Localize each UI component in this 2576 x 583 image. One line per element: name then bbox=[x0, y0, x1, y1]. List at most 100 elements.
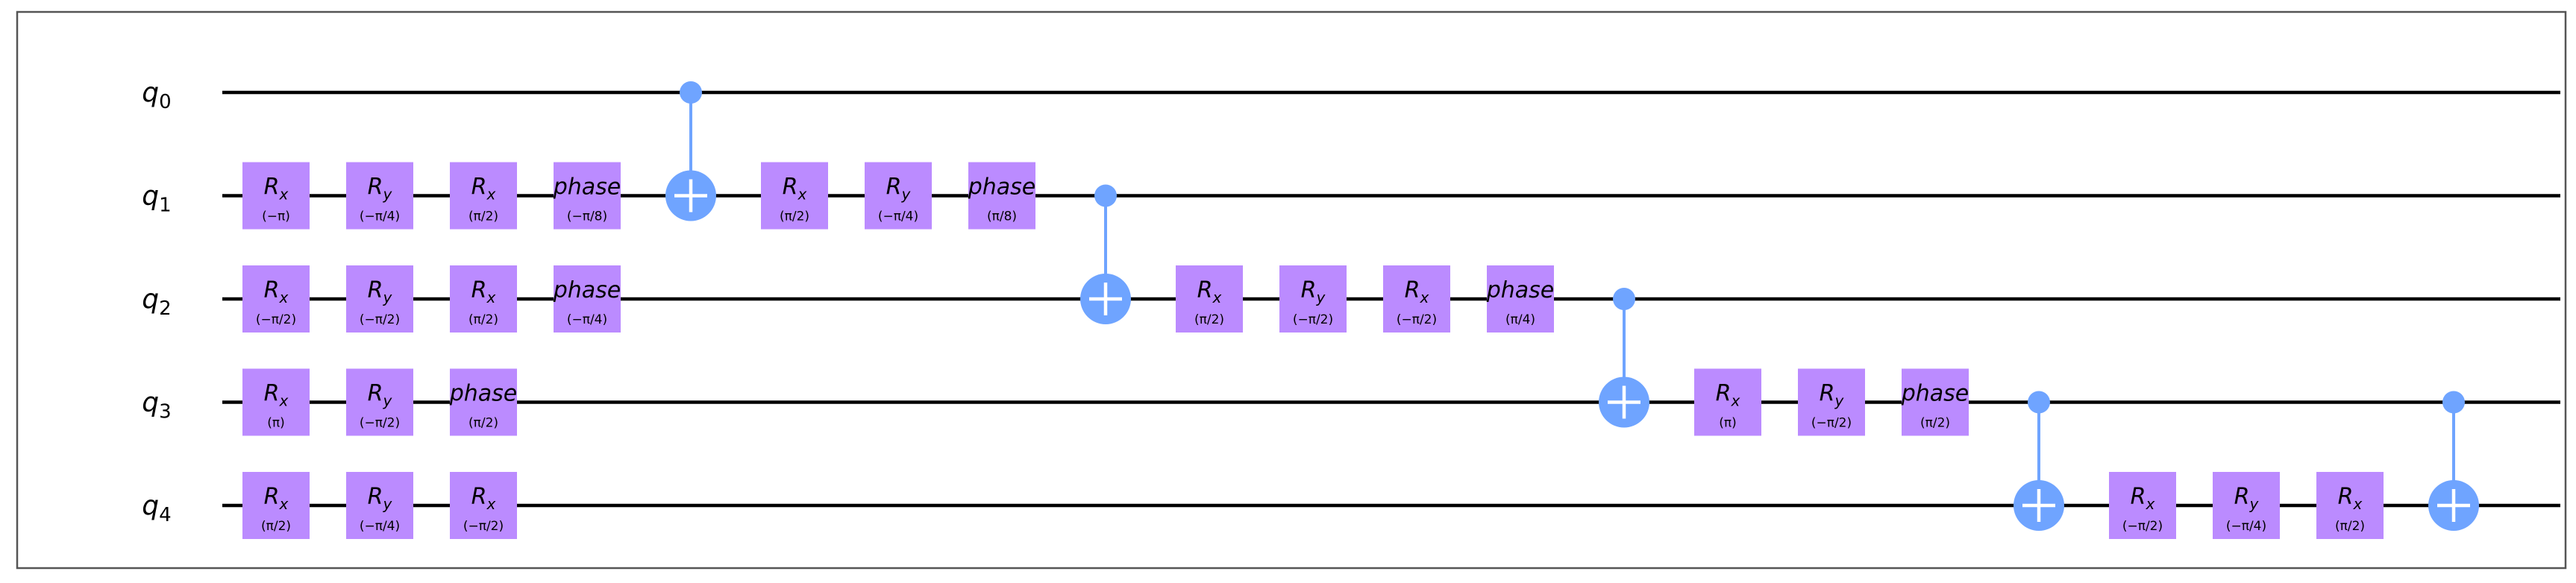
gate-box bbox=[346, 472, 413, 539]
gate-name: Rx bbox=[1405, 277, 1429, 306]
gate-name: Rx bbox=[264, 484, 289, 513]
single-qubit-gates: Rx (−π) Ry (−π/4) Rx (π/2) phase(−π/8) Rx (−π/2)… bbox=[242, 162, 2384, 539]
gate-parameter: (π/8) bbox=[987, 209, 1017, 224]
gate-parameter: (π/2) bbox=[780, 209, 809, 224]
gate-name: Rx bbox=[471, 484, 496, 513]
gate-name: phase bbox=[1486, 277, 1555, 303]
gate-1: Ry(−π/4) bbox=[346, 162, 413, 230]
gate-box bbox=[450, 162, 517, 230]
gate-box bbox=[450, 368, 517, 436]
gate-name: Rx bbox=[471, 174, 496, 204]
gate-22: Ry(−π/2) bbox=[1798, 368, 1865, 436]
gate-box bbox=[1279, 265, 1347, 333]
gate-parameter: (−π) bbox=[262, 209, 290, 224]
gate-name: Ry bbox=[886, 174, 912, 204]
control-dot bbox=[680, 81, 702, 104]
gate-23: phase (π/2) bbox=[1901, 368, 1969, 436]
gate-parameter: (π) bbox=[267, 416, 285, 431]
gate-parameter: (−π/2) bbox=[256, 312, 296, 327]
gate-name: phase bbox=[1901, 381, 1969, 407]
gate-24: Rx (−π/2) bbox=[2109, 472, 2176, 539]
gate-6: Rx(π/2) bbox=[450, 265, 517, 333]
gate-9: Ry(−π/2) bbox=[346, 368, 413, 436]
gate-box bbox=[346, 368, 413, 436]
gate-10: phase (π/2) bbox=[449, 368, 518, 436]
gate-box bbox=[450, 472, 517, 539]
gate-box bbox=[242, 368, 310, 436]
gate-box bbox=[242, 162, 310, 230]
gate-21: Rx (π) bbox=[1694, 368, 1761, 436]
gate-name: Rx bbox=[264, 381, 289, 410]
gate-box bbox=[1694, 368, 1761, 436]
gate-box bbox=[1176, 265, 1243, 333]
gate-parameter: (π/2) bbox=[468, 416, 498, 431]
gate-26: Rx(π/2) bbox=[2316, 472, 2384, 539]
gate-25: Ry (−π/4) bbox=[2213, 472, 2280, 539]
gate-name: Rx bbox=[264, 277, 289, 306]
control-dot bbox=[1094, 184, 1117, 207]
gate-name: phase bbox=[553, 174, 621, 201]
gate-3: phase(−π/8) bbox=[553, 162, 621, 230]
gate-name: Ry bbox=[368, 484, 393, 513]
gate-2: Rx(π/2) bbox=[450, 162, 517, 230]
gate-parameter: (−π/4) bbox=[2226, 519, 2266, 534]
gate-box bbox=[865, 162, 932, 230]
gate-parameter: (π) bbox=[1719, 416, 1737, 431]
gate-name: Ry bbox=[1820, 381, 1845, 410]
gate-name: Rx bbox=[783, 174, 807, 204]
control-dot bbox=[2442, 391, 2465, 414]
gate-box bbox=[2316, 472, 2384, 539]
gate-15: Ry (−π/4) bbox=[865, 162, 932, 230]
gate-name: Ry bbox=[2234, 484, 2260, 513]
gate-box bbox=[2213, 472, 2280, 539]
cnot-gate-1 bbox=[1080, 184, 1131, 324]
cnot-gates bbox=[665, 81, 2479, 531]
gate-name: phase bbox=[553, 277, 621, 303]
gate-parameter: (π/2) bbox=[261, 519, 291, 534]
control-dot bbox=[1613, 288, 1635, 310]
gate-parameter: (−π/2) bbox=[2122, 519, 2163, 534]
gate-13: Rx(−π/2) bbox=[450, 472, 517, 539]
cnot-gate-2 bbox=[1599, 288, 1649, 428]
qubit-label-2: q2 bbox=[142, 284, 171, 320]
gate-name: phase bbox=[968, 174, 1036, 201]
gate-5: Ry (−π/2) bbox=[346, 265, 413, 333]
gate-parameter: (π/2) bbox=[1194, 312, 1224, 327]
gate-parameter: (π/2) bbox=[1920, 416, 1950, 431]
gate-name: Rx bbox=[264, 174, 289, 204]
gate-parameter: (−π/2) bbox=[360, 416, 400, 431]
gate-18: Ry(−π/2) bbox=[1279, 265, 1347, 333]
gate-name: Rx bbox=[2131, 484, 2155, 513]
gate-12: Ry (−π/4) bbox=[346, 472, 413, 539]
gate-box bbox=[968, 162, 1035, 230]
gate-parameter: (−π/2) bbox=[360, 312, 400, 327]
qubit-label-0: q0 bbox=[142, 78, 171, 113]
gate-8: Rx (π) bbox=[242, 368, 310, 436]
gate-name: Rx bbox=[471, 277, 496, 306]
gate-name: Rx bbox=[1716, 381, 1740, 410]
gate-box bbox=[1902, 368, 1969, 436]
gate-parameter: (−π/2) bbox=[1293, 312, 1333, 327]
gate-parameter: (−π/4) bbox=[360, 519, 400, 534]
gate-box bbox=[346, 265, 413, 333]
qubit-label-1: q1 bbox=[142, 181, 171, 217]
cnot-gate-4 bbox=[2428, 391, 2479, 531]
gate-11: Rx (π/2) bbox=[242, 472, 310, 539]
gate-box bbox=[2109, 472, 2176, 539]
gate-box bbox=[242, 265, 310, 333]
control-dot bbox=[2028, 391, 2050, 414]
gate-4: Rx (−π/2) bbox=[242, 265, 310, 333]
gate-box bbox=[554, 162, 621, 230]
gate-20: phase(π/4) bbox=[1486, 265, 1555, 333]
gate-parameter: (−π/4) bbox=[878, 209, 918, 224]
gate-name: Rx bbox=[1197, 277, 1222, 306]
gate-name: phase bbox=[449, 381, 518, 407]
gate-box bbox=[761, 162, 828, 230]
gate-box bbox=[1487, 265, 1554, 333]
gate-name: Ry bbox=[368, 277, 393, 306]
gate-box bbox=[1383, 265, 1450, 333]
gate-parameter: (−π/4) bbox=[360, 209, 400, 224]
qubit-label-4: q4 bbox=[142, 491, 171, 526]
